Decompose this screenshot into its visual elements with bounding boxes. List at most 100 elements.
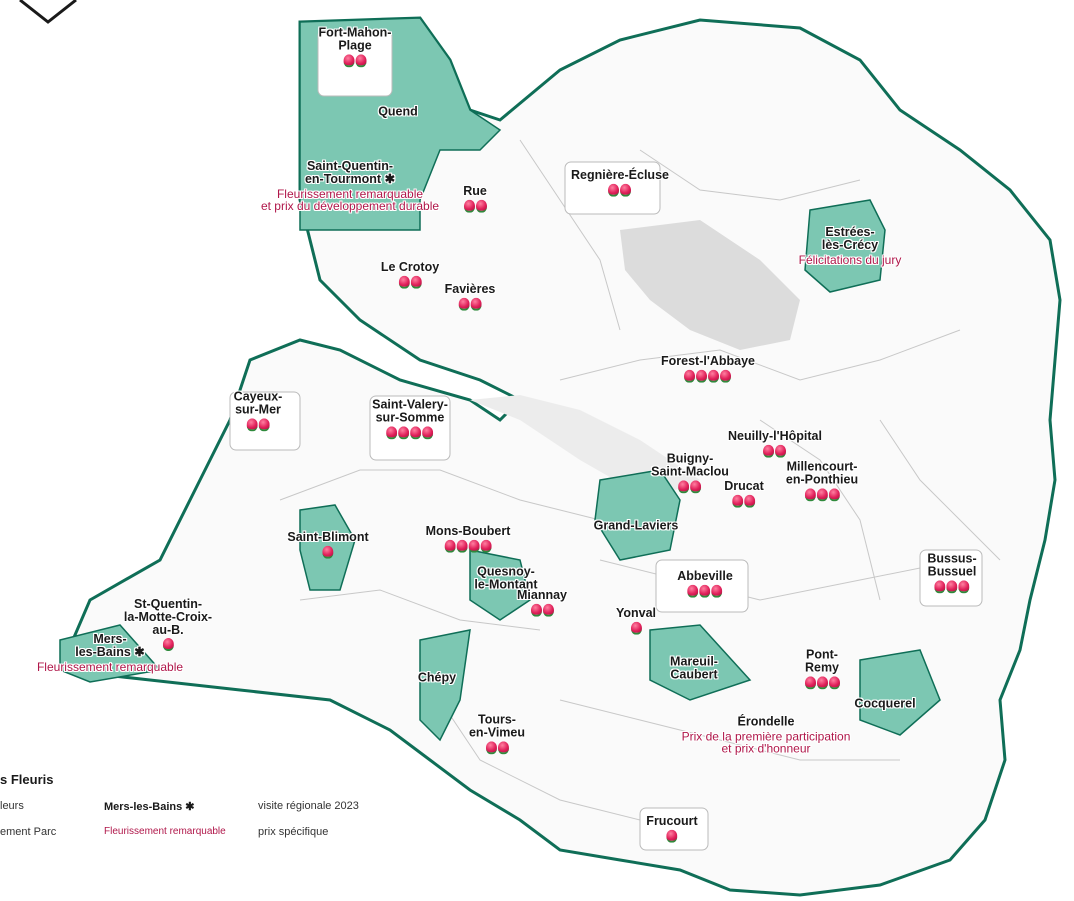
village-label: Favières [444,281,496,314]
flower-rating [319,53,392,70]
north-arrow-icon [19,0,77,24]
village-name: Grand-Laviers [593,518,679,533]
flower-rating [469,740,525,757]
village-label: Millencourt- en-Ponthieu [786,460,858,503]
legend-sample-name: Mers-les-Bains ✱ [104,801,195,813]
flower-icon [608,183,620,197]
village-label: Mareuil- Caubert [670,655,718,681]
village-label: Fort-Mahon- Plage [319,26,392,70]
flower-icon [804,487,816,501]
village-label: Frucourt [646,813,698,846]
flower-icon [816,487,828,501]
legend-sample-name-desc: visite régionale 2023 [258,800,359,812]
flower-rating [661,369,755,386]
village-label: Saint-Valery- sur-Somme [372,398,448,441]
flower-rating [786,487,858,504]
village-label: Cocquerel [854,697,915,711]
flower-icon [422,425,434,439]
village-name: Yonval [615,605,657,620]
flower-icon [684,369,696,383]
flower-icon [398,275,410,289]
flower-rating [651,479,729,496]
flower-rating [445,297,496,314]
flower-icon [696,369,708,383]
village-label: Abbeville [677,568,733,601]
village-name: St-Quentin- la-Motte-Croix- au-B. [123,597,213,637]
flower-icon [687,584,699,598]
village-prize: Fleurissement remarquable et prix du dév… [260,186,440,213]
flower-rating [372,425,448,442]
village-name: Le Crotoy [380,259,440,274]
flower-icon [678,479,690,493]
flower-icon [410,275,422,289]
flower-icon [456,539,468,553]
village-prize: Prix de la première participation et pri… [681,729,851,756]
village-label: Tours- en-Vimeu [469,713,525,756]
village-name: Favières [444,281,496,296]
village-label: Forest-l'Abbaye [661,353,755,386]
village-name: Regnière-Écluse [571,167,669,182]
flower-icon [458,297,470,311]
village-label: Cayeux- sur-Mer [233,389,283,434]
flower-icon [666,829,678,843]
flower-icon [530,603,542,617]
flower-icon [804,675,816,689]
village-name: Miannay [516,587,568,602]
village-name: Saint-Valery- sur-Somme [372,397,448,425]
flower-icon [744,494,756,508]
flower-icon [763,444,775,458]
flower-icon [946,579,958,593]
village-label: Grand-Laviers [593,518,679,533]
flower-icon [410,425,422,439]
legend-row2-left: ement Parc [0,826,57,838]
village-label: Bussus- Bussuel [927,552,977,595]
village-name: Cayeux- sur-Mer [233,389,283,417]
village-label: Regnière-Écluse [571,167,669,200]
village-label: Mons-Boubert [426,524,510,556]
village-label: Drucat [724,479,764,511]
flower-rating [804,675,840,692]
village-name: Frucourt [646,813,698,828]
flower-icon [690,479,702,493]
flower-icon [468,539,480,553]
flower-icon [630,621,642,635]
flower-rating [677,584,733,601]
territory-boundary [57,16,1062,897]
flower-rating [646,829,697,846]
flower-icon [699,584,711,598]
flower-icon [444,539,456,553]
flower-icon [828,675,840,689]
village-name: Pont- Remy [804,647,840,675]
village-label: Chépy [418,671,456,685]
flower-rating [234,417,283,434]
village-name: Neuilly-l'Hôpital [728,428,822,443]
village-name: Mers- les-Bains ✱ [75,632,145,659]
village-name: Érondelle [737,714,795,729]
village-name: Saint-Quentin- en-Tourmont ✱ [304,159,396,186]
flower-icon [463,199,475,213]
village-name: Abbeville [677,568,733,583]
village-name: Mareuil- Caubert [670,654,718,681]
village-name: Forest-l'Abbaye [661,353,755,368]
flower-icon [720,369,732,383]
crecy-forest [620,220,800,350]
flower-rating [724,494,764,511]
village-label: Mers- les-Bains ✱Fleurissement remarquab… [37,633,183,673]
flower-rating [381,275,439,292]
village-label: Rue [463,183,487,216]
flower-icon [958,579,970,593]
flower-icon [711,584,723,598]
flower-icon [542,603,554,617]
village-label: Le Crotoy [380,259,440,292]
flower-icon [470,297,482,311]
flower-icon [322,545,334,559]
flower-rating [728,444,822,461]
flower-icon [475,199,487,213]
village-label: Yonval [615,605,657,638]
village-name: Rue [463,183,487,198]
flower-icon [708,369,720,383]
flower-icon [162,638,174,652]
village-label: Quend [378,105,418,119]
